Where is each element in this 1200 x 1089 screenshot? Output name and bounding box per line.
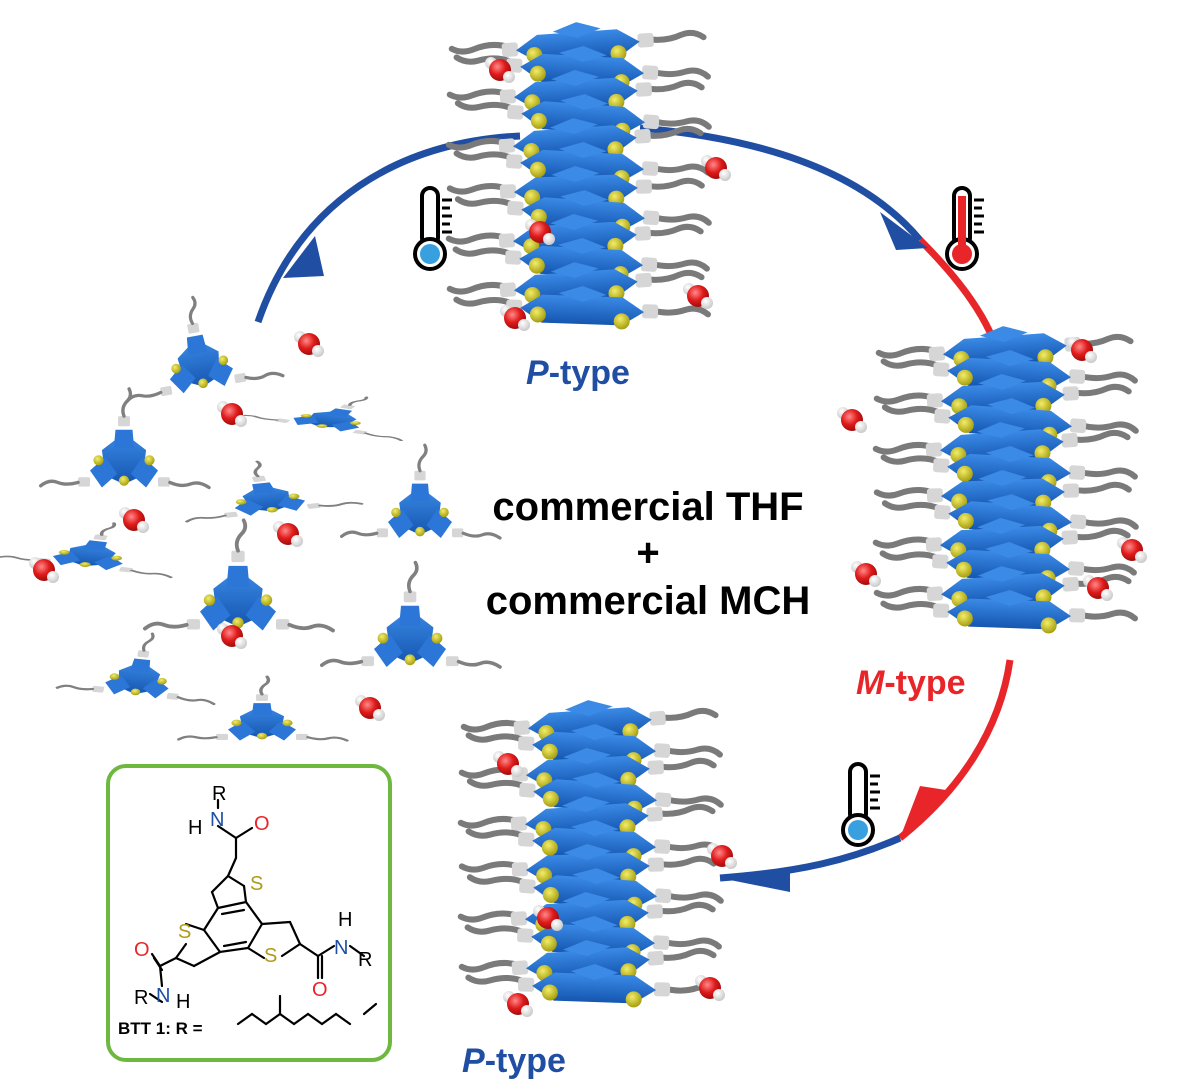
label-right-m-type: M-type [856, 664, 966, 702]
atom-n-top: N [210, 809, 224, 831]
label-top-p-type: P-type [526, 354, 630, 392]
atom-n-right: N [334, 937, 348, 959]
atom-h-top: H [188, 817, 202, 839]
atom-h-left: H [176, 991, 190, 1013]
thermometer-cold-icon [413, 186, 454, 271]
monomers-disassembled [0, 282, 502, 743]
arrowhead-blue-left [283, 236, 324, 278]
arrowhead-red-lower [900, 786, 946, 838]
label-bottom-p-type: P-type [462, 1042, 566, 1080]
water-molecules-left [29, 331, 385, 721]
atom-n-left: N [156, 985, 170, 1007]
atom-r-right: R [358, 949, 372, 971]
arrow-blue-top-right [639, 124, 923, 243]
atom-o-right: O [312, 979, 328, 1001]
center-text-line3: commercial MCH [486, 579, 811, 623]
atom-r-left: R [134, 987, 148, 1009]
structure-box-border [106, 764, 392, 1062]
center-text-line2: + [636, 531, 659, 575]
atom-r-top: R [212, 783, 226, 805]
atom-h-right: H [338, 909, 352, 931]
chemical-structure-box: R N H O S S S O N R H O N H R BTT 1: R = [106, 764, 392, 1062]
atom-s-top: S [250, 873, 263, 895]
atom-s-right: S [264, 945, 277, 967]
structure-caption: BTT 1: R = [118, 1019, 203, 1038]
atom-o-left: O [134, 939, 150, 961]
arrow-blue-left [254, 132, 521, 324]
arrow-red-lower [897, 659, 1014, 841]
structure-bonds [148, 798, 378, 1026]
center-text: commercial THF + commercial MCH [486, 485, 811, 623]
arrowhead-blue-bottom [730, 868, 790, 892]
arrowhead-blue-top-right [880, 212, 928, 250]
atom-o-top: O [254, 813, 270, 835]
thermometer-cold-icon [841, 762, 882, 847]
helix-bottom-p-type [459, 691, 722, 1010]
center-text-line1: commercial THF [492, 485, 803, 529]
arrow-blue-bottom [719, 834, 902, 882]
thermometer-hot-icon [945, 186, 986, 271]
atom-s-left: S [178, 921, 191, 943]
